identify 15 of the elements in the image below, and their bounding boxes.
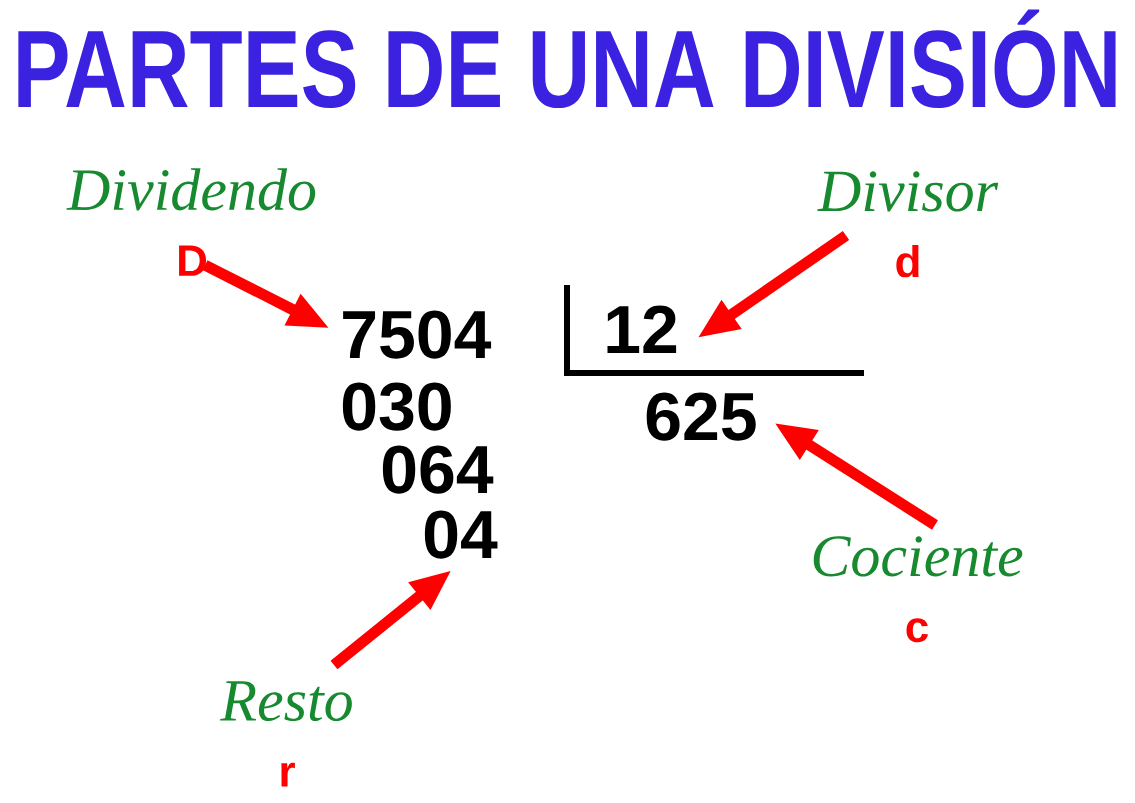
remainder-number: 04 (424, 510, 498, 559)
term-symbol: r (281, 762, 295, 787)
term-name: Resto (220, 681, 352, 722)
term-name: Cociente (813, 536, 1023, 577)
intermediate-number: 030 (342, 382, 451, 431)
term-symbol: D (179, 245, 207, 276)
title: PARTES DE UNA DIVISIÓN (18, 9, 1116, 109)
divisor-number: 12 (607, 305, 677, 353)
dividend-number: 7504 (343, 310, 492, 359)
term-name: Divisor (817, 171, 999, 212)
term-name: Dividendo (66, 168, 316, 211)
quotient-number: 625 (646, 392, 756, 441)
intermediate-number: 064 (382, 445, 494, 494)
term-symbol: c (906, 618, 928, 643)
term-symbol: d (896, 245, 919, 278)
